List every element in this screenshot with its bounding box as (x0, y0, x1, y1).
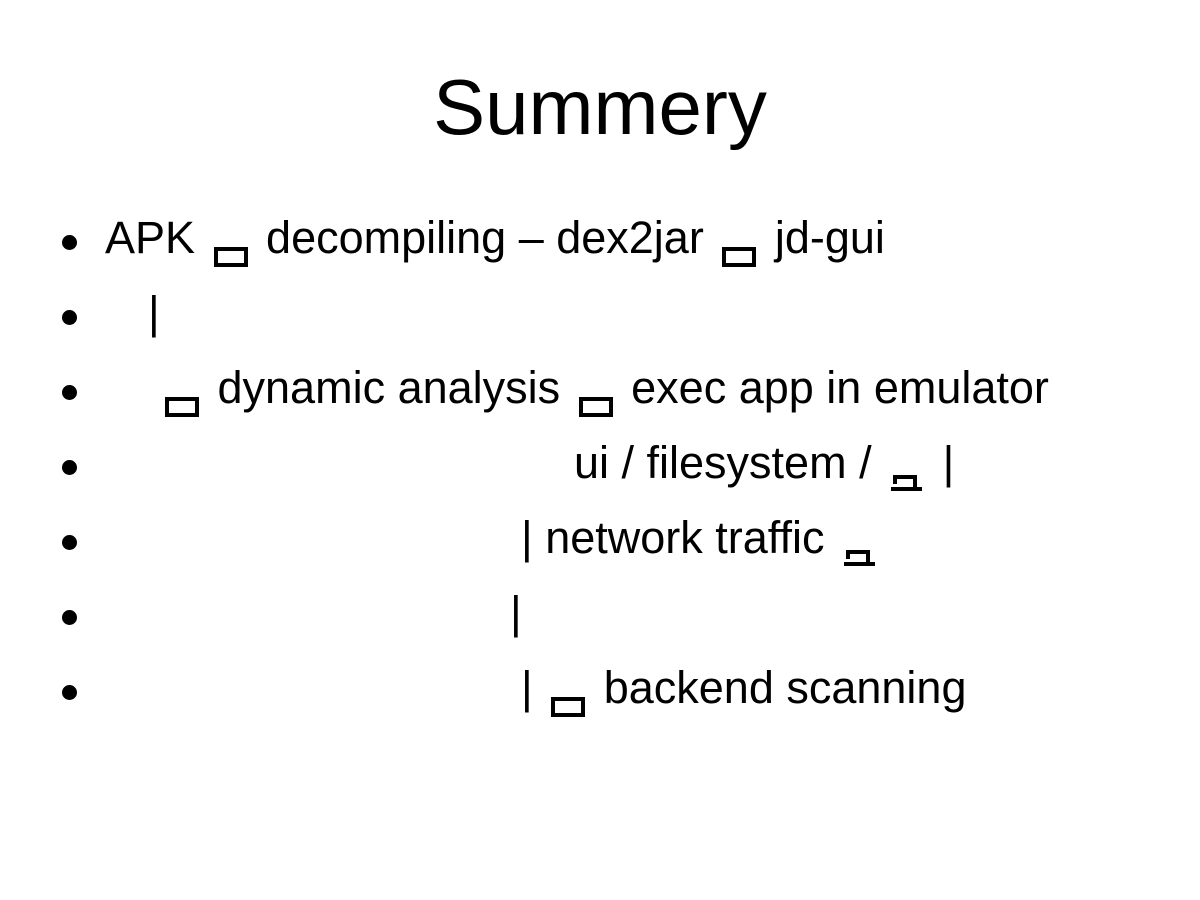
bullet-text: APK (105, 212, 208, 263)
bullet-text: backend scanning (591, 662, 967, 713)
bullet-item: dynamic analysis exec app in emulator (0, 350, 1200, 425)
bullet-item: | (0, 575, 1200, 650)
placeholder-bars-icon (843, 550, 875, 566)
bullet-item: | (0, 275, 1200, 350)
bullet-marker (62, 235, 77, 250)
bullet-item: | network traffic (0, 500, 1200, 575)
placeholder-box-icon (578, 397, 613, 417)
placeholder-box-icon (165, 397, 199, 417)
bullet-content: ui / filesystem / | (105, 425, 954, 500)
bullet-content: | (105, 275, 160, 350)
bullet-item: ui / filesystem / | (0, 425, 1200, 500)
placeholder-box-icon (213, 247, 248, 267)
bullet-item: APK decompiling – dex2jar jd-gui (0, 200, 1200, 275)
slide-title: Summery (433, 63, 767, 151)
bullet-text: ui / filesystem / (574, 437, 885, 488)
bullet-marker (62, 385, 77, 400)
bullet-marker (62, 460, 77, 475)
placeholder-box-icon (551, 697, 586, 717)
bullet-text: | network traffic (521, 512, 837, 563)
bullet-text: | (148, 287, 160, 338)
bullet-text: exec app in emulator (618, 362, 1049, 413)
bullet-text: | (930, 437, 955, 488)
bullet-content: | (105, 575, 522, 650)
bullet-text: dynamic analysis (205, 362, 573, 413)
placeholder-bars-icon (891, 475, 923, 491)
bullet-list: APK decompiling – dex2jar jd-gui | dynami… (0, 200, 1200, 725)
placeholder-box-icon (722, 247, 757, 267)
bullet-marker (62, 535, 77, 550)
bullet-text: decompiling – dex2jar (253, 212, 717, 263)
bullet-item: | backend scanning (0, 650, 1200, 725)
bullet-text: | (510, 587, 522, 638)
bullet-text: jd-gui (762, 212, 885, 263)
bullet-marker (62, 310, 77, 325)
bullet-content: dynamic analysis exec app in emulator (105, 350, 1049, 425)
bullet-marker (62, 685, 77, 700)
bullet-text: | (521, 662, 546, 713)
bullet-content: | network traffic (105, 500, 883, 575)
bullet-content: | backend scanning (105, 650, 966, 725)
bullet-marker (62, 610, 77, 625)
bullet-content: APK decompiling – dex2jar jd-gui (105, 200, 885, 275)
